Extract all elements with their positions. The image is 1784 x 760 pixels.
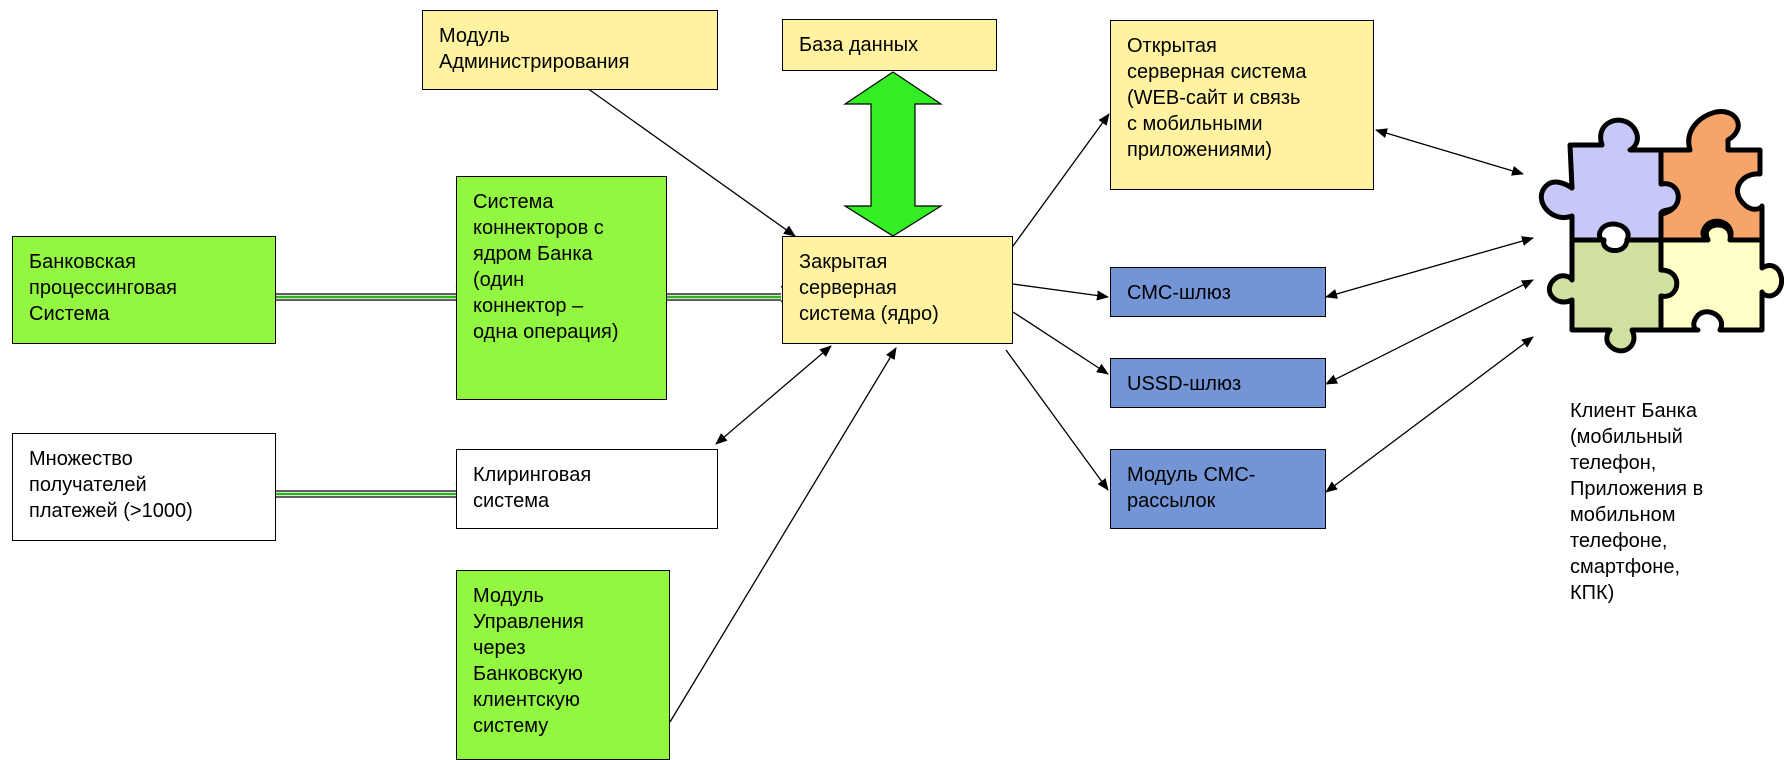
arrow-clearing-core xyxy=(715,345,832,445)
arrow-core-to-sms xyxy=(1012,283,1109,301)
link-recipients-clearing xyxy=(269,482,463,500)
link-processing-connectors xyxy=(269,285,463,303)
arrow-ussd-client xyxy=(1325,279,1534,385)
admin-module-box: Модуль Администрирования xyxy=(422,10,718,90)
arrow-core-to-open-server xyxy=(1012,113,1110,247)
sms-mailing-box: Модуль СМС- рассылок xyxy=(1110,449,1326,529)
ussd-gateway-box: USSD-шлюз xyxy=(1110,358,1326,408)
arrow-open-server-client xyxy=(1375,128,1524,176)
arrow-core-to-sms-mailing xyxy=(1005,349,1109,491)
banking-processing-box: Банковская процессинговая Система xyxy=(12,236,276,344)
link-connectors-core xyxy=(660,285,788,303)
clearing-box: Клиринговая система xyxy=(456,449,718,529)
arrow-client-mgmt-to-core xyxy=(669,347,897,723)
puzzle-icon xyxy=(1538,109,1784,354)
puzzle-piece-yellow xyxy=(1658,222,1784,333)
recipients-box: Множество получателей платежей (>1000) xyxy=(12,433,276,541)
client-mgmt-box: Модуль Управления через Банковскую клиен… xyxy=(456,570,670,760)
database-core-arrow xyxy=(842,71,944,237)
sms-gateway-box: СМС-шлюз xyxy=(1110,267,1326,317)
puzzle-piece-orange xyxy=(1658,109,1765,243)
arrow-sms-mailing-client xyxy=(1325,336,1534,493)
arrow-sms-client xyxy=(1325,236,1534,299)
database-box: База данных xyxy=(782,19,997,71)
client-caption: Клиент Банка (мобильный телефон, Приложе… xyxy=(1570,400,1704,604)
arrow-admin-to-core xyxy=(586,87,796,237)
closed-server-box: Закрытая серверная система (ядро) xyxy=(782,236,1013,344)
arrow-core-to-ussd xyxy=(1012,311,1109,375)
open-server-box: Открытая серверная система (WEB-сайт и с… xyxy=(1110,20,1374,190)
connectors-box: Система коннекторов с ядром Банка (один … xyxy=(456,176,667,400)
